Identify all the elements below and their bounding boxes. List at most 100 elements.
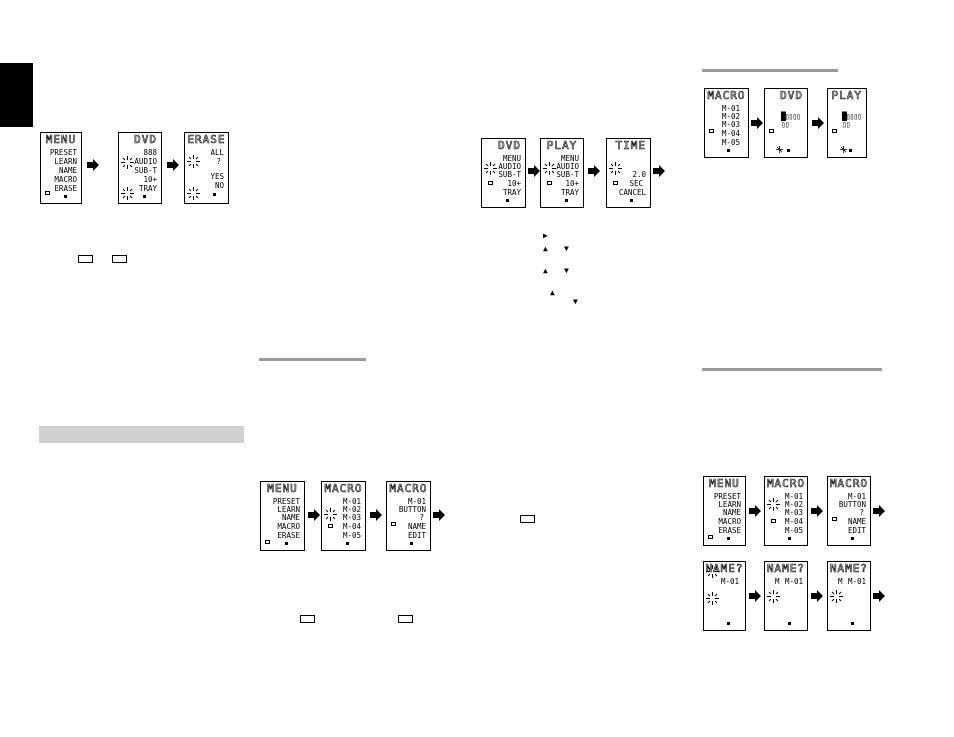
mode-indicator [769,129,774,133]
lcd-dvd-panel: DVD 888 AUDIO SUB-T 10+ TRAY [118,132,162,204]
lcd-line: M-02 [784,500,803,509]
lcd-line: MENU [502,154,521,163]
lcd-erase-panel: ERASE ALL ? YES NO [184,132,229,204]
lcd-play-panel: PLAY MENU AUDIO SUB-T 10+ TRAY [540,138,584,208]
blink-icon [840,146,847,153]
lcd-line: PRESET [49,148,77,157]
blink-icon [187,187,200,200]
lcd-line: TRAY [560,188,579,197]
scroll-indicator [346,542,349,545]
lcd-line: SEC [629,179,643,188]
scroll-indicator [851,622,854,625]
right-arrow-icon [811,587,823,602]
lcd-title: ERASE [187,133,226,146]
lcd-line: ? [859,508,864,517]
lcd-line: ? [216,157,221,166]
lcd-line: SUB-T [556,170,579,179]
right-arrow-icon [167,156,179,171]
blink-icon [484,162,497,175]
lcd-line: BUTTON [398,505,426,514]
right-arrow-icon [588,162,600,177]
lcd-line: BUTTON [838,500,866,509]
lcd-title: NAME? [766,562,806,575]
mode-indicator [613,181,618,185]
lcd-menu-panel: MENU PRESET LEARN NAME MACRO ERASE [260,481,305,551]
lcd-name-panel: NAME? M-01 [703,561,746,631]
lcd-line: M-02 [342,505,361,514]
mode-indicator [547,181,552,185]
blink-icon [324,508,337,521]
lcd-line: ▯▯ [781,120,790,129]
scroll-indicator [506,199,509,202]
lcd-line: M-01 [847,492,866,501]
right-arrow-icon [370,506,382,521]
lcd-line: LEARN [277,505,300,514]
up-icon: ▲ [543,244,548,253]
section-tab [0,63,33,127]
mode-indicator [709,129,714,133]
remote-key-icon [112,255,127,263]
blink-icon [706,592,719,605]
lcd-title: PLAY [546,139,578,152]
lcd-line: PRESET [272,497,300,506]
mode-indicator [832,517,837,521]
blink-icon [543,162,556,175]
lcd-line: M-04 [784,517,803,526]
lcd-line: ERASE [277,531,300,540]
lcd-line: 10+ [507,179,521,188]
section-rule-2 [702,69,838,72]
right-arrow-icon [528,162,540,177]
lcd-dvd-panel: DVD MENU AUDIO SUB-T 10+ TRAY [481,138,526,208]
mode-indicator [391,522,396,526]
blink-icon [706,565,719,578]
lcd-title: NAME? [829,562,869,575]
mode-indicator [328,524,333,528]
lcd-line: M-01 [342,497,361,506]
lcd-line: LEARN [718,500,741,509]
blink-icon [830,590,843,603]
blink-icon [609,162,622,175]
down-icon: ▼ [564,266,569,275]
lcd-macro-button-panel: MACRO M-01 BUTTON ? NAME EDIT [827,476,871,546]
lcd-title: MACRO [389,482,428,495]
scroll-indicator [849,149,852,152]
scroll-indicator [727,149,730,152]
lcd-line: CANCEL [618,188,646,197]
right-arrow-icon [87,156,99,171]
scroll-indicator [788,537,791,540]
lcd-line: SUB-T [134,166,157,175]
lcd-macro-panel: MACRO M-01 M-02 M-03 M-04 M-05 [321,481,366,551]
lcd-line: TRAY [138,184,157,193]
remote-key-icon [520,515,535,523]
remote-key-icon [78,255,93,263]
lcd-line: M-05 [342,531,361,540]
lcd-line: NAME [407,522,426,531]
blink-icon [767,498,780,511]
lcd-dvd-panel: DVD █▯▯▯▯ ▯▯ [764,88,808,158]
lcd-menu-panel: MENU PRESET LEARN NAME MACRO ERASE [40,132,82,204]
mode-indicator [832,129,837,133]
right-arrow-icon [873,502,885,517]
name-cursor: M [775,577,780,586]
lcd-title: DVD [134,133,157,146]
right-arrow-icon [751,114,763,129]
lcd-line: M-02 [721,112,740,121]
lcd-line: █▯▯▯▯ [842,112,862,121]
mode-indicator [708,535,713,539]
lcd-line: EDIT [407,531,426,540]
up-icon: ▲ [550,288,555,297]
right-arrow-icon [873,587,885,602]
lcd-line: NAME [281,513,300,522]
lcd-menu-panel: MENU PRESET LEARN NAME MACRO ERASE [703,476,746,546]
name-cursor: M [838,577,843,586]
right-arrow-icon [812,114,824,129]
lcd-title: MACRO [766,477,806,490]
scroll-indicator [64,195,67,198]
section-heading-band [39,426,244,443]
lcd-line: ▯▯ [842,120,851,129]
lcd-line: NAME [847,517,866,526]
scroll-indicator [213,193,216,196]
lcd-line: M-03 [342,513,361,522]
lcd-title: MACRO [707,89,746,102]
remote-key-icon [300,615,315,623]
